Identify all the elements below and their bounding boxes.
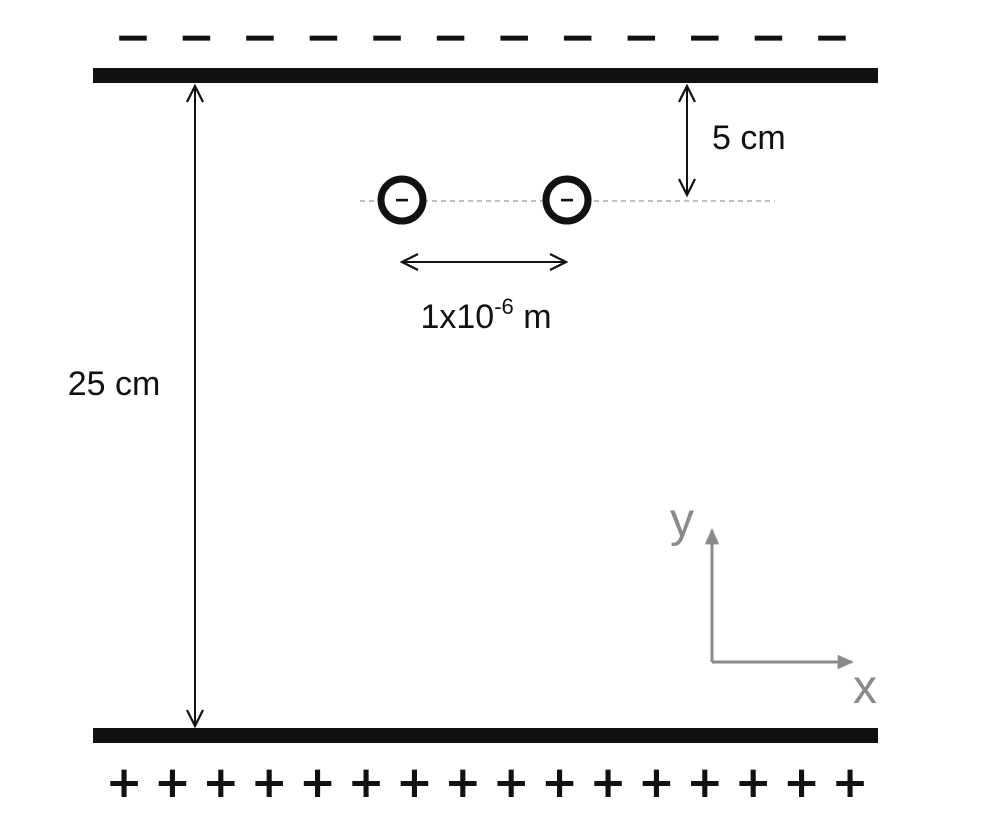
right-charge-sign: − [560, 187, 574, 214]
left-charge-circle [377, 175, 427, 225]
negative-charge-sign: − [242, 12, 279, 63]
top-plate [93, 68, 878, 83]
positive-charge-sign: + [590, 757, 627, 808]
positive-charge-sign: + [832, 757, 869, 808]
positive-charge-sign: + [396, 757, 433, 808]
separation-label-unit: m [514, 298, 552, 336]
right-charge-circle [542, 175, 592, 225]
separation-label-base: 1x10 [420, 298, 494, 336]
left-charge-sign: − [395, 187, 409, 214]
negative-charge-sign: − [178, 12, 215, 63]
y-axis-label: y [670, 494, 694, 547]
positive-charge-sign: + [154, 757, 191, 808]
positive-charge-sign: + [348, 757, 385, 808]
negative-charge-sign: − [623, 12, 660, 63]
positive-charge-sign: + [444, 757, 481, 808]
negative-charge-sign: − [369, 12, 406, 63]
positive-charge-sign: + [493, 757, 530, 808]
negative-charge-sign: − [115, 12, 152, 63]
x-axis-label: x [853, 661, 877, 714]
left-charge: − [377, 175, 427, 225]
bottom-plate-charge-signs: ++++++++++++++++ [106, 757, 869, 808]
positive-charge-sign: + [106, 757, 143, 808]
plate-gap-label: 25 cm [68, 365, 161, 403]
positive-charge-sign: + [735, 757, 772, 808]
coordinate-axes: y x [670, 494, 877, 714]
separation-label-exponent: -6 [494, 294, 514, 319]
offset-label: 5 cm [712, 119, 786, 157]
positive-charge-sign: + [251, 757, 288, 808]
positive-charge-sign: + [202, 757, 239, 808]
negative-charge-sign: − [750, 12, 787, 63]
positive-charge-sign: + [299, 757, 336, 808]
positive-charge-sign: + [783, 757, 820, 808]
separation-label: 1x10-6 m [420, 294, 551, 336]
negative-charge-sign: − [496, 12, 533, 63]
bottom-plate [93, 728, 878, 743]
negative-charge-sign: − [559, 12, 596, 63]
top-plate-charge-signs: −−−−−−−−−−−− [115, 12, 851, 63]
negative-charge-sign: − [432, 12, 469, 63]
negative-charge-sign: − [305, 12, 342, 63]
positive-charge-sign: + [686, 757, 723, 808]
positive-charge-sign: + [541, 757, 578, 808]
positive-charge-sign: + [638, 757, 675, 808]
negative-charge-sign: − [686, 12, 723, 63]
negative-charge-sign: − [814, 12, 851, 63]
right-charge: − [542, 175, 592, 225]
